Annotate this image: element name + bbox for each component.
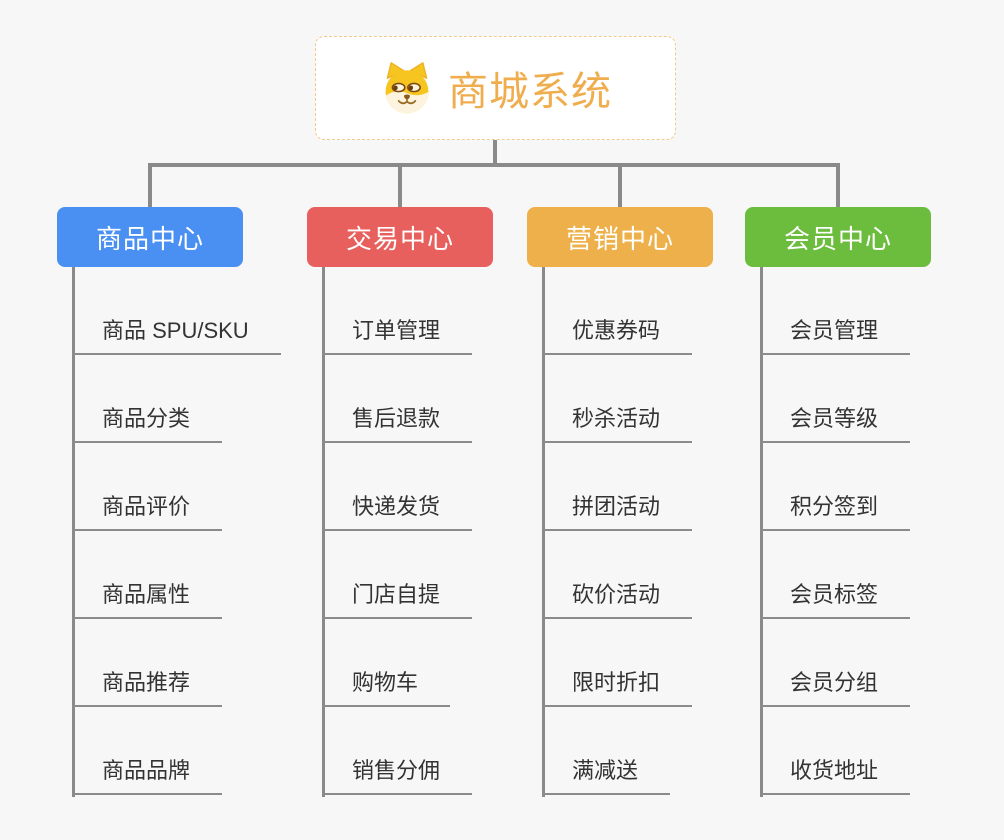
child-topic[interactable]: 售后退款	[322, 355, 473, 443]
child-topic-label: 会员等级	[790, 406, 879, 431]
branch-member-center[interactable]: 会员中心	[745, 207, 931, 267]
branch-children: 优惠券码秒杀活动拼团活动砍价活动限时折扣满减送	[542, 267, 693, 795]
child-topic[interactable]: 优惠券码	[542, 267, 693, 355]
branch-marketing-center[interactable]: 营销中心	[527, 207, 713, 267]
connector-root-stub	[493, 140, 497, 163]
connector-branch-drop	[836, 163, 840, 211]
child-topic-label: 限时折扣	[572, 670, 661, 695]
connector-trunk	[148, 163, 840, 167]
branch-trade-center[interactable]: 交易中心	[307, 207, 493, 267]
branch-children: 订单管理售后退款快递发货门店自提购物车销售分佣	[322, 267, 473, 795]
child-topic-label: 购物车	[352, 670, 419, 695]
dog-face-icon	[385, 62, 429, 114]
child-topic-label: 售后退款	[352, 406, 441, 431]
child-topic[interactable]: 会员管理	[760, 267, 911, 355]
child-topic-label: 商品属性	[102, 582, 191, 607]
child-topic[interactable]: 砍价活动	[542, 531, 693, 619]
connector-branch-spine	[322, 267, 325, 797]
branch-label: 会员中心	[783, 223, 892, 254]
child-topic-label: 商品评价	[102, 494, 191, 519]
child-topic[interactable]: 会员等级	[760, 355, 911, 443]
child-topic-label: 销售分佣	[352, 758, 441, 783]
child-topic[interactable]: 会员标签	[760, 531, 911, 619]
branch-children: 商品 SPU/SKU 商品分类商品评价商品属性商品推荐商品品牌	[72, 267, 281, 795]
child-topic[interactable]: 商品属性	[72, 531, 223, 619]
branch-label: 商品中心	[95, 223, 204, 254]
branch-label: 营销中心	[565, 223, 674, 254]
child-topic-label: 会员分组	[790, 670, 879, 695]
child-topic-label: 商品品牌	[102, 758, 191, 783]
connector-branch-drop	[398, 163, 402, 211]
child-topic-label: 会员管理	[790, 318, 879, 343]
root-topic[interactable]: 商城系统	[315, 36, 676, 140]
child-topic[interactable]: 订单管理	[322, 267, 473, 355]
child-topic-label: 门店自提	[352, 582, 441, 607]
child-topic[interactable]: 会员分组	[760, 619, 911, 707]
child-topic-label: 秒杀活动	[572, 406, 661, 431]
child-topic[interactable]: 购物车	[322, 619, 451, 707]
child-topic[interactable]: 商品 SPU/SKU	[72, 267, 281, 355]
child-topic-label: 快递发货	[352, 494, 441, 519]
child-topic[interactable]: 限时折扣	[542, 619, 693, 707]
connector-branch-spine	[542, 267, 545, 797]
child-topic[interactable]: 销售分佣	[322, 707, 473, 795]
child-topic-label: 优惠券码	[572, 318, 661, 343]
branch-label: 交易中心	[345, 223, 454, 254]
connector-branch-spine	[760, 267, 763, 797]
child-topic[interactable]: 商品分类	[72, 355, 223, 443]
child-topic[interactable]: 拼团活动	[542, 443, 693, 531]
child-topic-label: 拼团活动	[572, 494, 661, 519]
child-topic[interactable]: 商品推荐	[72, 619, 223, 707]
child-topic[interactable]: 秒杀活动	[542, 355, 693, 443]
child-topic[interactable]: 商品品牌	[72, 707, 223, 795]
child-topic-label: 商品 SPU/SKU	[102, 318, 249, 343]
child-topic[interactable]: 商品评价	[72, 443, 223, 531]
child-topic-label: 收货地址	[790, 758, 879, 783]
root-topic-label: 商城系统	[448, 70, 612, 114]
child-topic-label: 商品分类	[102, 406, 191, 431]
child-topic[interactable]: 收货地址	[760, 707, 911, 795]
child-topic-label: 订单管理	[352, 318, 441, 343]
child-topic-label: 积分签到	[790, 494, 879, 519]
connector-branch-drop	[618, 163, 622, 211]
child-topic-label: 会员标签	[790, 582, 879, 607]
child-topic[interactable]: 积分签到	[760, 443, 911, 531]
child-topic[interactable]: 快递发货	[322, 443, 473, 531]
child-topic[interactable]: 门店自提	[322, 531, 473, 619]
branch-product-center[interactable]: 商品中心	[57, 207, 243, 267]
child-topic[interactable]: 满减送	[542, 707, 671, 795]
branch-children: 会员管理会员等级积分签到会员标签会员分组收货地址	[760, 267, 911, 795]
connector-branch-spine	[72, 267, 75, 797]
child-topic-label: 满减送	[572, 758, 639, 783]
child-topic-label: 商品推荐	[102, 670, 191, 695]
child-topic-label: 砍价活动	[572, 582, 661, 607]
connector-branch-drop	[148, 163, 152, 211]
